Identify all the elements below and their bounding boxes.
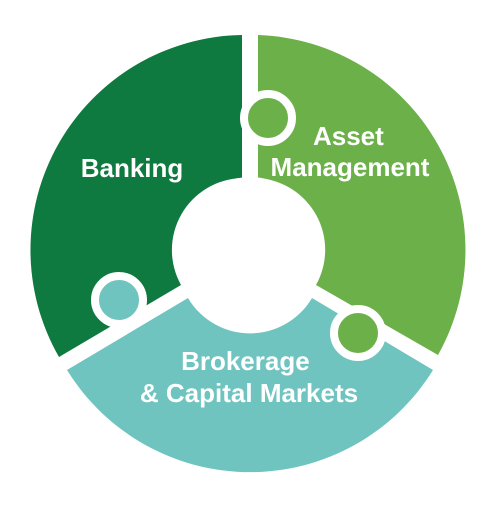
asset-management-knob bbox=[240, 90, 296, 146]
brokerage-label-line-1: Brokerage bbox=[181, 346, 310, 376]
asset-management-label: Asset Management bbox=[271, 121, 430, 182]
banking-segment bbox=[30, 35, 242, 357]
center-hole bbox=[184, 177, 316, 309]
asset-management-label-line-2: Management bbox=[271, 152, 430, 182]
brokerage-knob bbox=[91, 272, 147, 328]
asset-management-knob-lower bbox=[330, 305, 386, 361]
brokerage-label-line-2: & Capital Markets bbox=[140, 378, 358, 408]
brokerage-label: Brokerage & Capital Markets bbox=[140, 346, 358, 408]
asset-management-segment bbox=[258, 35, 466, 355]
asset-management-label-line-1: Asset bbox=[313, 121, 384, 151]
banking-label: Banking bbox=[81, 153, 184, 183]
segments bbox=[30, 35, 466, 473]
banking-label-line: Banking bbox=[81, 153, 184, 183]
puzzle-knobs bbox=[91, 90, 386, 361]
